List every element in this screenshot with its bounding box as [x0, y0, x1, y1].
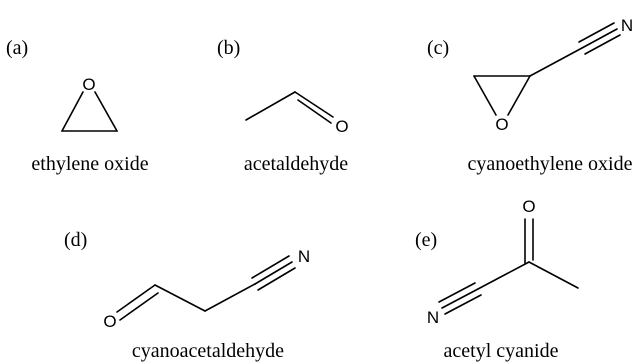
bond	[444, 294, 482, 315]
panel-label-d: (d)	[64, 229, 87, 251]
caption-b: acetaldehyde	[244, 153, 348, 175]
atom-oxygen: O	[82, 75, 95, 94]
panel-e: (e) O N acetyl cyanide	[415, 197, 579, 362]
ethylene-oxide-structure: O	[61, 75, 118, 132]
bond	[473, 75, 497, 116]
atom-nitrogen: N	[298, 247, 310, 266]
bond	[528, 261, 579, 289]
bond	[294, 91, 334, 118]
atom-nitrogen: N	[427, 308, 439, 327]
bond	[438, 282, 476, 303]
bond	[584, 34, 621, 55]
acetyl-cyanide-structure: O N	[427, 197, 579, 327]
bond	[297, 99, 332, 124]
bond	[116, 284, 156, 313]
bond	[119, 292, 159, 321]
atom-oxygen: O	[495, 115, 508, 134]
cyanoacetaldehyde-structure: N O	[103, 247, 310, 331]
panel-label-e: (e)	[415, 229, 437, 251]
bond	[581, 28, 618, 49]
panel-b: (b) O acetaldehyde	[217, 37, 349, 175]
panel-label-c: (c)	[427, 37, 449, 59]
bond	[529, 47, 583, 77]
atom-oxygen: O	[522, 197, 535, 216]
atom-oxygen: O	[103, 312, 116, 331]
bond	[477, 261, 530, 290]
bond	[578, 22, 615, 43]
caption-e: acetyl cyanide	[444, 340, 559, 362]
atom-nitrogen: N	[621, 16, 633, 35]
caption-a: ethylene oxide	[31, 153, 148, 175]
caption-c: cyanoethylene oxide	[468, 153, 633, 175]
bond	[204, 283, 256, 312]
bond	[507, 75, 531, 116]
bond	[94, 91, 118, 132]
panel-label-a: (a)	[6, 37, 28, 59]
acetaldehyde-structure: O	[245, 91, 349, 136]
bond	[251, 255, 290, 279]
bond	[245, 91, 296, 121]
bond	[154, 284, 206, 312]
bond	[254, 261, 293, 285]
panel-d: (d) N O cyanoacetaldehyde	[64, 229, 310, 362]
bond	[61, 91, 84, 132]
panel-label-b: (b)	[217, 37, 240, 59]
panel-c: (c) N O cyanoethylene oxide	[427, 16, 633, 175]
caption-d: cyanoacetaldehyde	[132, 340, 284, 362]
bond	[441, 288, 479, 309]
atom-oxygen: O	[335, 117, 348, 136]
bond	[257, 267, 296, 291]
panel-a: (a) O ethylene oxide	[6, 37, 149, 175]
cyanoethylene-oxide-structure: N O	[473, 16, 633, 134]
